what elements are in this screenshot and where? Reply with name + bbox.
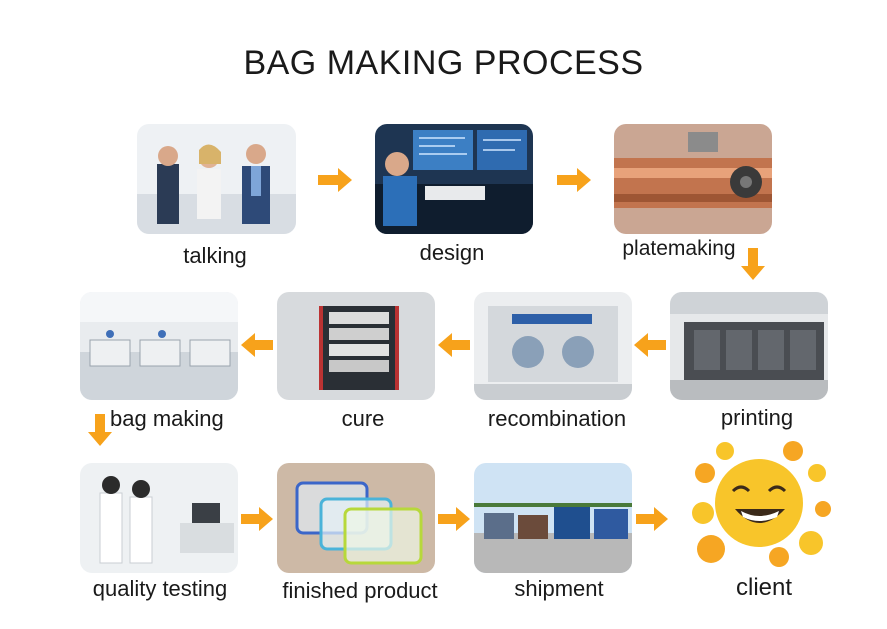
step-label-recombination: recombination bbox=[487, 406, 627, 431]
printing-photo bbox=[670, 292, 828, 400]
step-label-finished-product: finished product bbox=[282, 578, 438, 603]
client-sun-icon bbox=[683, 433, 831, 576]
arrow-down-icon bbox=[741, 248, 765, 280]
step-label-cure: cure bbox=[341, 406, 385, 431]
arrow-right-icon bbox=[318, 168, 352, 192]
arrow-right-icon bbox=[438, 507, 470, 531]
step-label-talking: talking bbox=[183, 243, 247, 268]
arrow-right-icon bbox=[557, 168, 591, 192]
step-label-design: design bbox=[419, 240, 485, 265]
finished-product-photo bbox=[277, 463, 435, 573]
arrow-left-icon bbox=[438, 333, 470, 357]
cure-photo bbox=[277, 292, 435, 400]
bag-making-photo bbox=[80, 292, 238, 400]
design-photo bbox=[375, 124, 533, 234]
step-label-bag-making: bag making bbox=[110, 406, 224, 431]
talking-photo bbox=[137, 124, 296, 234]
arrow-right-icon bbox=[241, 507, 273, 531]
arrow-right-icon bbox=[636, 507, 668, 531]
platemaking-photo bbox=[614, 124, 772, 234]
page-title: BAG MAKING PROCESS bbox=[243, 44, 644, 82]
step-label-shipment: shipment bbox=[514, 576, 604, 601]
arrow-down-icon bbox=[88, 414, 112, 446]
step-label-platemaking: platemaking bbox=[622, 237, 736, 260]
quality-testing-photo bbox=[80, 463, 238, 573]
arrow-left-icon bbox=[241, 333, 273, 357]
step-label-quality-testing: quality testing bbox=[92, 576, 228, 601]
step-label-client: client bbox=[735, 574, 793, 601]
shipment-photo bbox=[474, 463, 632, 573]
step-label-printing: printing bbox=[720, 405, 794, 430]
arrow-left-icon bbox=[634, 333, 666, 357]
recombination-photo bbox=[474, 292, 632, 400]
